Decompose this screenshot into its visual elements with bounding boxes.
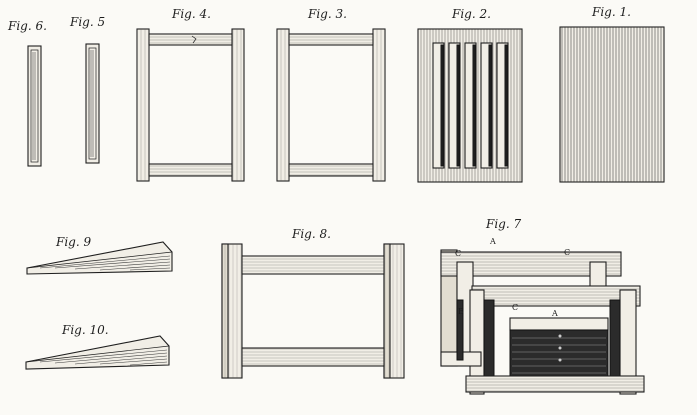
fig6-label: Fig. 6. bbox=[7, 19, 47, 33]
fig7-letter-c-top-left: C bbox=[455, 249, 461, 258]
fig4-label: Fig. 4. bbox=[171, 7, 211, 21]
fig3-label: Fig. 3. bbox=[307, 7, 347, 21]
fig10-label: Fig. 10. bbox=[61, 323, 109, 337]
fig7-press-assembly: A C C B C A bbox=[440, 237, 645, 395]
fig7-letter-c-top-right: C bbox=[564, 248, 570, 257]
fig8-label: Fig. 8. bbox=[291, 227, 331, 241]
fig3-frame bbox=[276, 28, 386, 182]
fig2-slatted-panel bbox=[417, 28, 523, 183]
fig2-label: Fig. 2. bbox=[451, 7, 491, 21]
fig10-wedge bbox=[25, 335, 170, 370]
fig7-letter-b-left: B bbox=[458, 307, 464, 316]
fig5-label: Fig. 5 bbox=[69, 15, 105, 29]
fig9-label: Fig. 9 bbox=[55, 235, 91, 249]
fig5-bar bbox=[85, 43, 100, 164]
fig7-letter-c-front: C bbox=[512, 303, 518, 312]
fig7-letter-a-front: A bbox=[551, 309, 558, 318]
fig7-label: Fig. 7 bbox=[485, 217, 521, 231]
fig8-frame bbox=[221, 243, 405, 379]
fig6-bar bbox=[27, 45, 42, 167]
fig4-frame bbox=[136, 28, 245, 182]
fig1-label: Fig. 1. bbox=[591, 5, 631, 19]
fig9-wedge bbox=[26, 241, 173, 275]
fig1-board bbox=[559, 26, 665, 183]
fig7-letter-a-top: A bbox=[489, 237, 496, 246]
